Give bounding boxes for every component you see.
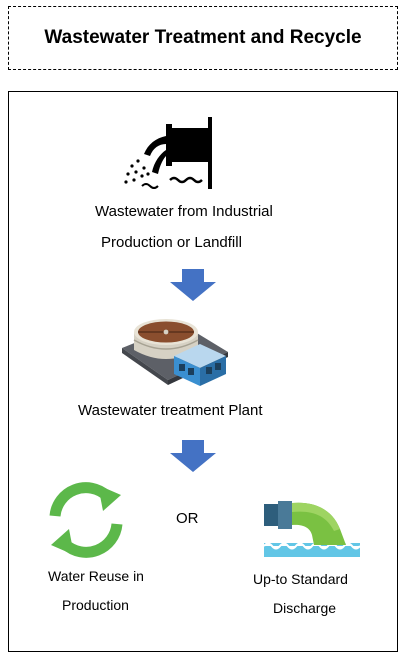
source-label-line2: Production or Landfill: [101, 234, 242, 251]
source-label-line1: Wastewater from Industrial: [95, 203, 273, 220]
treatment-plant-icon: [122, 319, 228, 386]
down-arrow-icon: [170, 440, 216, 472]
reuse-label-line1: Water Reuse in: [48, 568, 144, 584]
down-arrow-icon: [170, 269, 216, 301]
discharge-pipe-icon: [263, 501, 361, 557]
recycle-arrows-icon: [49, 482, 123, 558]
wastewater-outfall-pipe-icon: [124, 117, 212, 189]
discharge-label-line1: Up-to Standard: [253, 571, 348, 587]
reuse-label-line2: Production: [62, 597, 129, 613]
title-box: Wastewater Treatment and Recycle: [8, 6, 398, 70]
plant-label: Wastewater treatment Plant: [78, 402, 263, 419]
diagram-title: Wastewater Treatment and Recycle: [44, 27, 362, 48]
diagram-frame: [8, 91, 398, 652]
discharge-label-line2: Discharge: [273, 600, 337, 616]
or-label: OR: [176, 510, 199, 527]
